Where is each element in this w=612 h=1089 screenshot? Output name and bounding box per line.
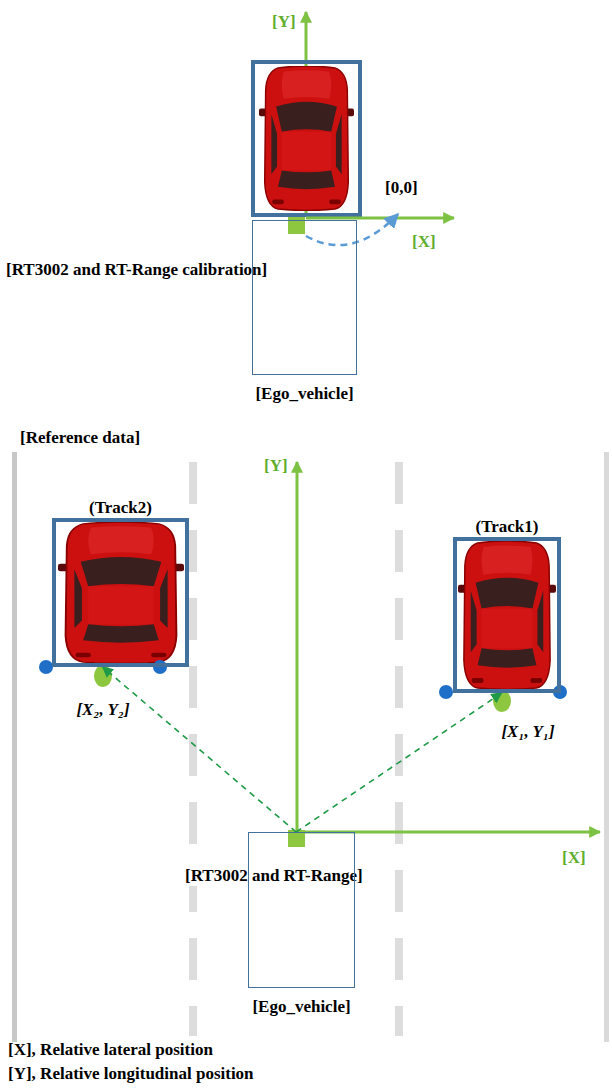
measurement-arrow xyxy=(296,693,501,832)
y-axis xyxy=(296,462,299,832)
wheel-point xyxy=(39,660,53,674)
target-box: (Track1) xyxy=(453,537,561,693)
vehicle-box: [Ego_vehicle] xyxy=(248,832,355,988)
wheel-point xyxy=(439,685,453,699)
road-edge xyxy=(12,452,17,1042)
axis-label: [X] xyxy=(560,848,588,868)
car-icon xyxy=(58,522,184,664)
car-icon xyxy=(259,66,354,211)
sensor-label: [RT3002 and RT-Range] xyxy=(183,866,365,886)
lane-marking xyxy=(189,462,197,1036)
node-label: [Ego_vehicle] xyxy=(255,384,353,404)
calibration-arc xyxy=(306,214,398,245)
node-label: [Ego_vehicle] xyxy=(252,997,350,1017)
wheel-point xyxy=(153,660,167,674)
legend-note: [Y], Relative longitudinal position xyxy=(6,1064,256,1084)
target-point xyxy=(493,690,511,712)
sensor-label: [RT3002 and RT-Range calibration] xyxy=(4,260,269,280)
car-icon xyxy=(458,541,556,690)
vehicle-box: [Ego_vehicle] xyxy=(252,220,357,375)
node-label: (Track2) xyxy=(89,498,152,518)
node-label: (Track1) xyxy=(476,517,539,537)
origin-label: [0,0] xyxy=(383,178,420,198)
section-title: [Reference data] xyxy=(18,428,142,448)
lane-marking xyxy=(395,462,403,1036)
axis-label: [X] xyxy=(410,232,438,252)
legend-note: [X], Relative lateral position xyxy=(6,1040,215,1060)
vehicle-box xyxy=(253,62,360,215)
target-box: (Track2) xyxy=(52,518,189,667)
point-label: [X₁, Y₁] xyxy=(499,722,556,742)
axis-label: [Y] xyxy=(270,12,298,32)
axis-label: [Y] xyxy=(262,456,290,476)
road-edge xyxy=(604,452,609,1042)
point-label: [X₂, Y₂] xyxy=(74,700,131,720)
measurement-arrow xyxy=(103,667,296,832)
